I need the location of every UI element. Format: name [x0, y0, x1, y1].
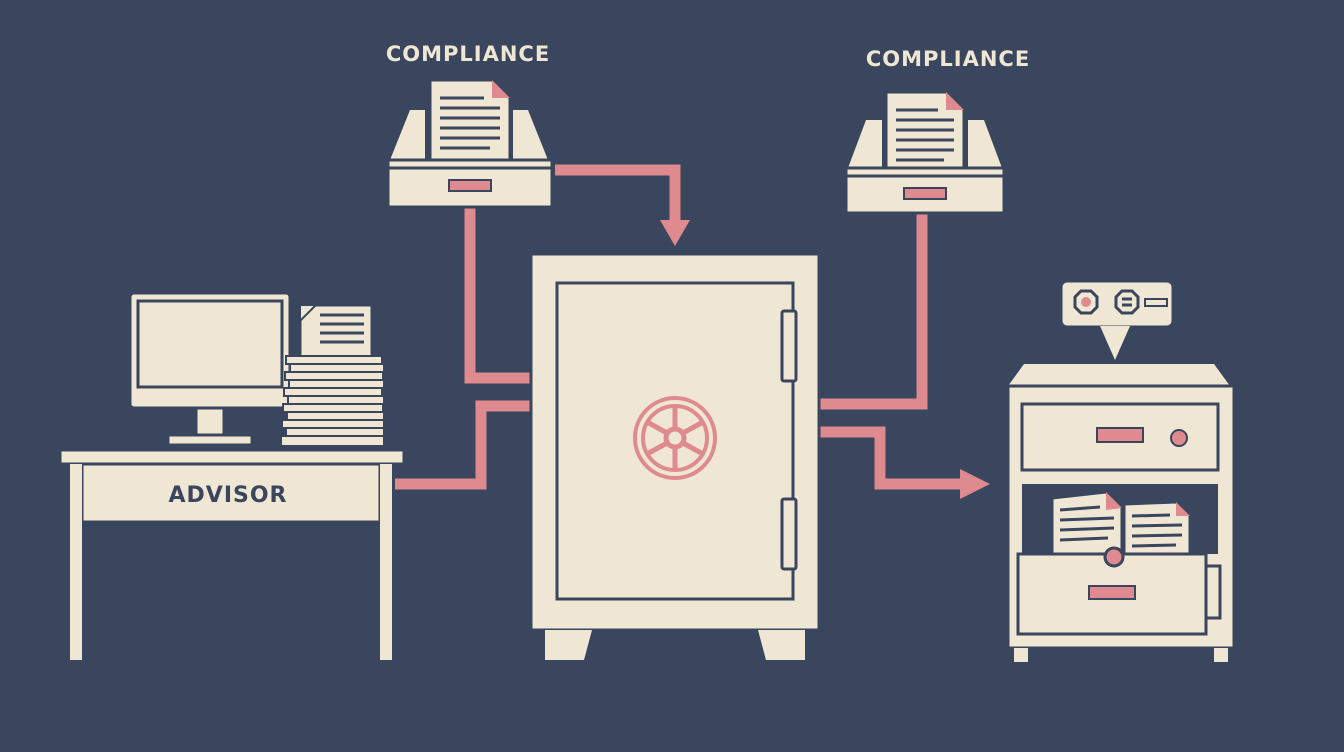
inbox-tray-icon [386, 158, 554, 209]
advisor-desk: ADVISOR [58, 291, 406, 660]
arrow-icon [960, 469, 990, 499]
safe-hinge-top [780, 309, 798, 383]
arrow-tray-right-to-safe [818, 213, 928, 410]
safe-icon [529, 252, 821, 660]
inbox-tray-icon [844, 166, 1006, 215]
cabinet-drawer-bottom [1016, 546, 1222, 636]
safe-foot-left [545, 630, 592, 660]
connectors [395, 164, 962, 490]
compliance-label-left: COMPLIANCE [386, 42, 550, 66]
paper-stack-icon [280, 303, 385, 447]
tray-frame [848, 120, 1002, 168]
document-icon [428, 78, 512, 162]
cabinet-drawer-top [1020, 402, 1220, 472]
desk-icon [58, 448, 406, 660]
arrow-icon [660, 220, 690, 246]
arrow-desk-to-safe [395, 400, 532, 490]
combination-dial-icon [633, 396, 717, 480]
safe-hinge-bottom [780, 497, 798, 571]
filing-cabinet-icon [1006, 364, 1236, 662]
document-icon [1050, 490, 1124, 560]
arrow-safe-to-cabinet [818, 426, 962, 490]
arrow-tray-left-to-safe [464, 205, 532, 384]
status-bar [1144, 298, 1168, 307]
arrow-tray-left-to-safe-top [555, 164, 681, 222]
safe-foot-right [758, 630, 805, 660]
computer-monitor-icon [128, 291, 292, 447]
compliance-label-right: COMPLIANCE [866, 47, 1030, 71]
status-indicator-icon [1114, 289, 1140, 315]
speech-bubble-icon [1059, 279, 1175, 360]
compliance-tray-left: COMPLIANCE [386, 42, 554, 209]
drawer-lock-icon [1103, 546, 1125, 568]
compliance-tray-right: COMPLIANCE [844, 47, 1030, 215]
tray-frame [390, 110, 548, 160]
document-icon [884, 90, 966, 170]
advisor-label: ADVISOR [169, 483, 288, 508]
document-icon [1122, 500, 1192, 560]
status-indicator-icon [1073, 289, 1099, 315]
